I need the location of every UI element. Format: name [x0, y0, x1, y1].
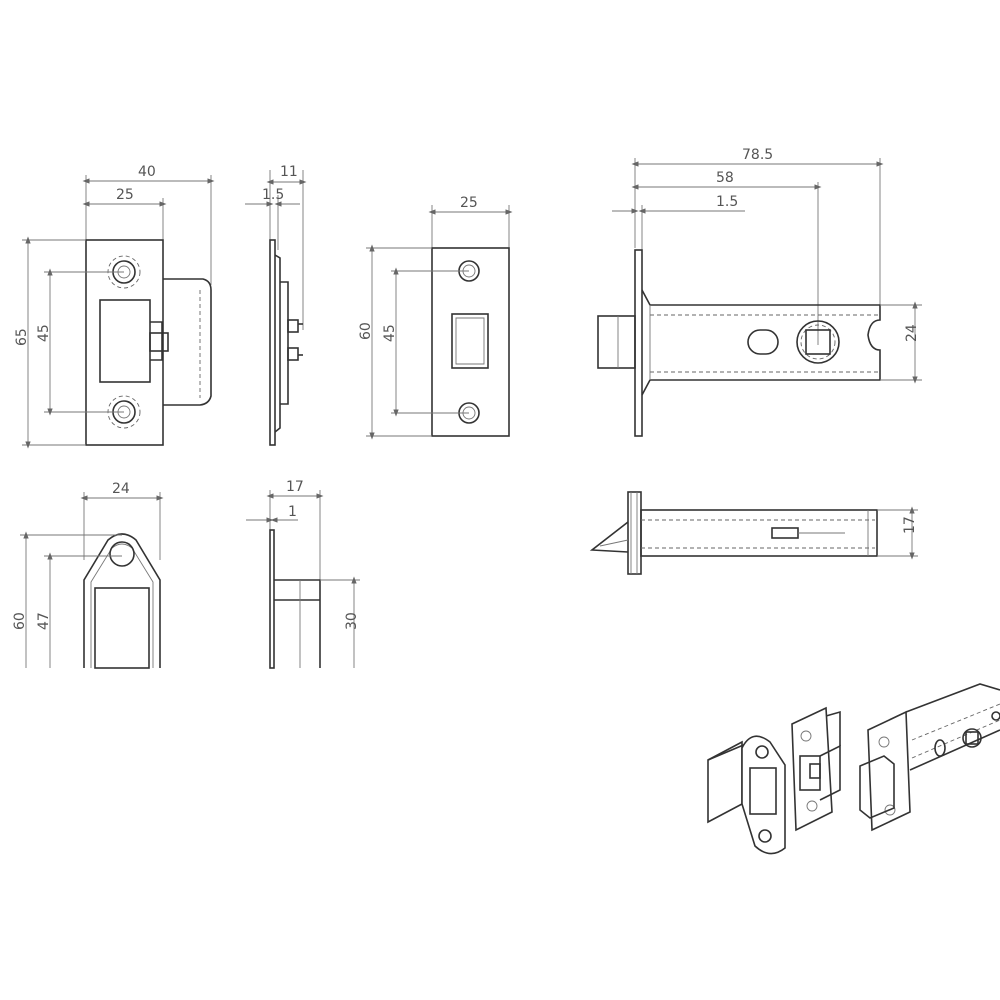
strike-plate-side-view: 11 1.5	[245, 164, 307, 446]
dim-17: 17	[902, 516, 918, 534]
dim-24: 24	[904, 324, 920, 342]
keep-front-view: 24 60 47	[12, 481, 164, 669]
dim-58: 58	[716, 170, 734, 186]
forend-front-view: 25 60 45	[358, 195, 513, 440]
dim-30: 30	[344, 612, 360, 630]
dim-25: 25	[116, 187, 134, 203]
keep-side-view: 17 1 30	[246, 479, 360, 669]
dim-65: 65	[14, 328, 30, 346]
isometric-assembly-icon	[707, 683, 1000, 855]
dim-1-5: 1.5	[716, 194, 738, 210]
dim-60: 60	[358, 322, 374, 340]
dim-17: 17	[286, 479, 304, 495]
dim-25: 25	[460, 195, 478, 211]
dim-60: 60	[12, 612, 28, 630]
dim-78-5: 78.5	[742, 147, 773, 163]
dim-1: 1	[288, 504, 297, 520]
dim-1-5: 1.5	[262, 187, 284, 203]
dim-47: 47	[36, 612, 52, 630]
latch-body-top-view: 17	[589, 491, 918, 575]
strike-plate-icon	[791, 706, 841, 832]
latch-bolt-icon	[859, 683, 1000, 832]
dim-40: 40	[138, 164, 156, 180]
dim-11: 11	[280, 164, 298, 180]
strike-plate-outline	[85, 239, 164, 446]
keep-box-icon	[707, 735, 786, 855]
dim-24: 24	[112, 481, 130, 497]
latch-body-side-view: 78.5 58 1.5 24	[597, 147, 922, 437]
strike-plate-front-view: 40 25 65 45	[14, 164, 215, 449]
dim-45: 45	[36, 324, 52, 342]
dim-45: 45	[382, 324, 398, 342]
